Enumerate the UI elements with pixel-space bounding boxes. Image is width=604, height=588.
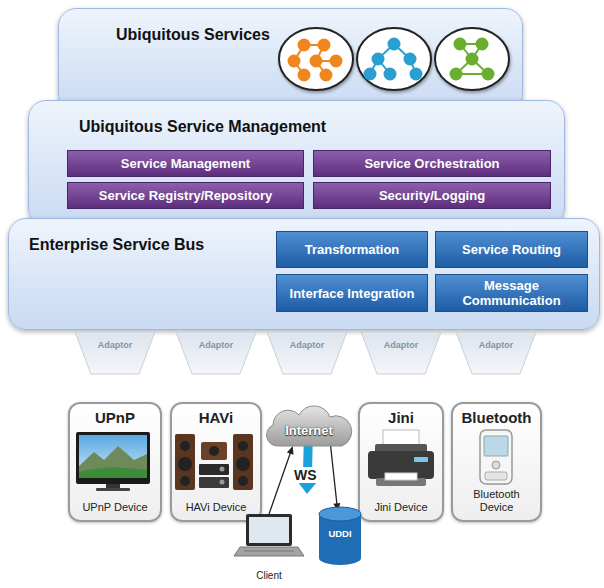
- node-title: UDDI: [328, 528, 351, 588]
- bus-function-box: Message Communication: [435, 274, 588, 312]
- adaptor-shape: [361, 332, 441, 374]
- client-node: Client: [232, 512, 306, 582]
- device-box: BluetoothBluetooth Device: [451, 402, 542, 522]
- arrow-head: [287, 446, 294, 455]
- device-box: HAViHAVi Device: [170, 402, 262, 522]
- service-icons: [59, 9, 524, 113]
- adaptor-shape: [456, 332, 536, 374]
- node-title: Ubiquitous Services: [116, 26, 270, 44]
- bus-function-box: Transformation: [276, 231, 428, 268]
- node-title: UPnP: [95, 409, 135, 426]
- node-title: Message Communication: [440, 278, 583, 308]
- arrow-shaft: [269, 452, 291, 514]
- protocol-label: WS: [292, 467, 319, 483]
- adaptor-shape: [176, 332, 256, 374]
- node-title: Enterprise Service Bus: [29, 236, 204, 254]
- node-title: Ubiquitous Service Management: [79, 118, 326, 136]
- device-box: JiniJini Device: [358, 402, 444, 522]
- management-box: Service Registry/Repository: [67, 182, 304, 209]
- node-title: Interface Integration: [290, 286, 415, 301]
- layer-panel: Ubiquitous Services: [58, 8, 523, 112]
- node-subtitle: HAVi Device: [186, 501, 247, 514]
- node-title: Bluetooth: [462, 409, 532, 426]
- layer-panel: Enterprise Service Bus Transformation Serv…: [8, 218, 600, 330]
- node-title: Service Routing: [462, 242, 561, 257]
- node-title: Internet: [285, 423, 333, 438]
- node-title: Security/Logging: [379, 188, 485, 203]
- node-title: Service Management: [121, 156, 250, 171]
- node-subtitle: Bluetooth Device: [466, 488, 528, 514]
- adaptor-shape: [75, 332, 155, 374]
- bus-function-box: Interface Integration: [276, 274, 428, 312]
- node-title: Transformation: [305, 242, 400, 257]
- node-title: Service Registry/Repository: [99, 188, 272, 203]
- node-subtitle: UPnP Device: [82, 501, 147, 514]
- device-box: UPnP UPnP Device: [68, 402, 162, 522]
- arrow-shaft: [331, 446, 337, 505]
- node-title: Client: [256, 570, 282, 582]
- node-title: Service Orchestration: [364, 156, 499, 171]
- management-box: Security/Logging: [313, 182, 551, 209]
- node-title: HAVi: [199, 409, 233, 426]
- layer-panel: Ubiquitous Service ManagementService Man…: [28, 100, 565, 226]
- service-call-arrow: [269, 446, 293, 514]
- management-box: Service Management: [67, 150, 304, 177]
- node-title: Jini: [388, 409, 414, 426]
- bus-function-box: Service Routing: [435, 231, 588, 268]
- management-box: Service Orchestration: [313, 150, 551, 177]
- internet-cloud: Internet: [264, 408, 354, 448]
- adaptor-shape: [267, 332, 347, 374]
- service-call-arrow: [331, 446, 341, 511]
- node-subtitle: Jini Device: [374, 501, 427, 514]
- registry-cylinder: UDDI: [317, 506, 363, 588]
